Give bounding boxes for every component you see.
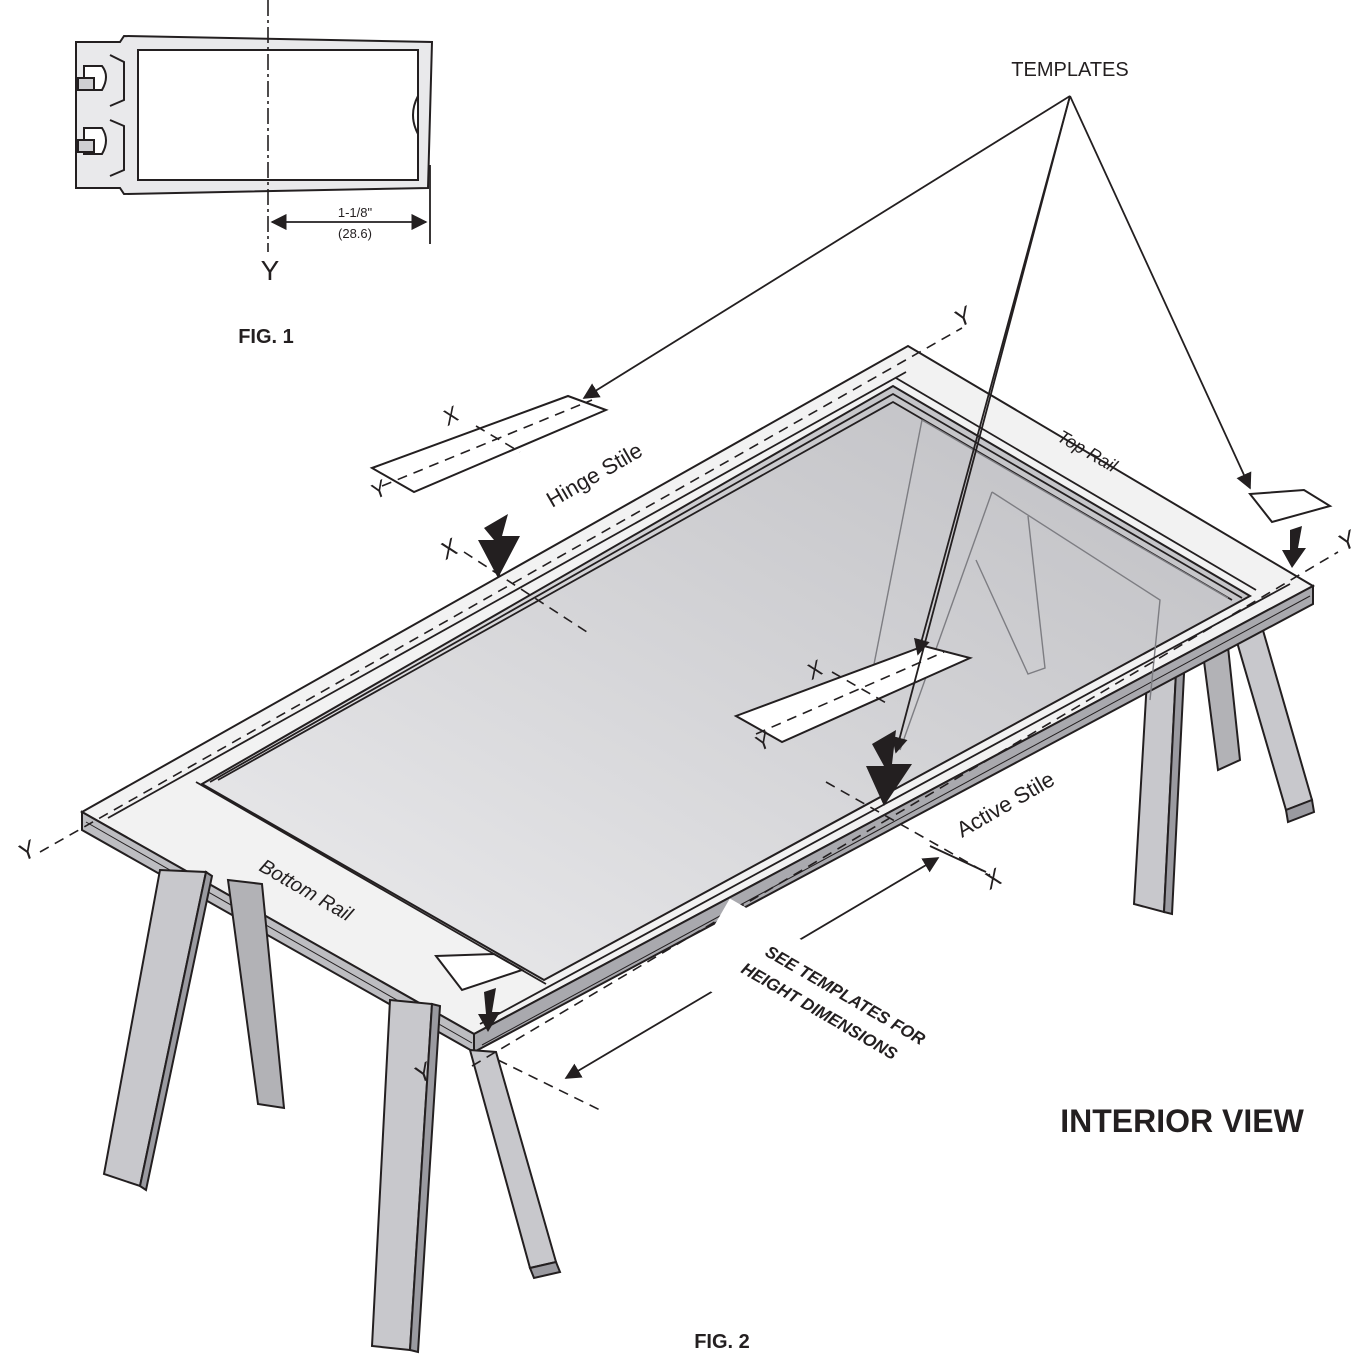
glass-stop-line: [209, 392, 1243, 783]
glazing-pockets: [77, 54, 125, 177]
template-bottom-rail: [434, 952, 525, 992]
glass-panel: [199, 384, 1253, 982]
x-label-hinge: X: [435, 533, 464, 565]
dimension-ext-bottom: [497, 1059, 601, 1111]
fig1-dimension-text: 1-1/8": [338, 205, 373, 220]
interior-view-title: INTERIOR VIEW: [1060, 1103, 1304, 1139]
fig2-caption: FIG. 2: [694, 1331, 750, 1353]
hinge-stile-seam: [107, 371, 907, 819]
template-hinge-x: X: [437, 401, 464, 431]
hinge-x-line: [463, 551, 591, 635]
dimension-ext-top: [929, 845, 987, 873]
x-label-active: X: [979, 863, 1008, 895]
arrow-top-rail: [1282, 526, 1306, 568]
sawhorse-back: [1132, 618, 1316, 916]
templates-leaders: [582, 95, 1252, 754]
fig1-profile: 1-1/8" (28.6) Y FIG. 1: [75, 0, 434, 348]
arrow-active: [866, 730, 912, 806]
label-hinge-stile: Hinge Stile: [542, 437, 647, 512]
y-label-top-hinge: Y: [950, 301, 979, 333]
fig1-axis-y: Y: [261, 255, 280, 286]
template-top-rail: [1248, 488, 1333, 524]
placement-arrows: [478, 514, 1306, 1032]
height-note-gap: [684, 898, 826, 1032]
fig1-dimension-metric: (28.6): [338, 226, 372, 241]
active-stile-y-line: [471, 551, 1339, 1067]
bottom-rail-boundary: [195, 781, 547, 985]
templates-label: TEMPLATES: [1011, 59, 1128, 81]
fig2-centerlines: [39, 327, 1339, 1111]
extrusion-hollow: [137, 49, 419, 181]
sawhorse-front: [102, 868, 562, 1354]
hinge-stile-y-line: [39, 327, 963, 853]
profile-notch: [412, 95, 419, 135]
top-rail-boundary: [895, 377, 1257, 591]
template-hinge-y: Y: [366, 475, 392, 505]
y-label-left: Y: [14, 835, 43, 867]
fig1-caption: FIG. 1: [238, 326, 294, 348]
active-x-line: [825, 781, 991, 876]
arrow-bottom-rail: [478, 988, 500, 1032]
arrow-hinge: [478, 514, 520, 578]
